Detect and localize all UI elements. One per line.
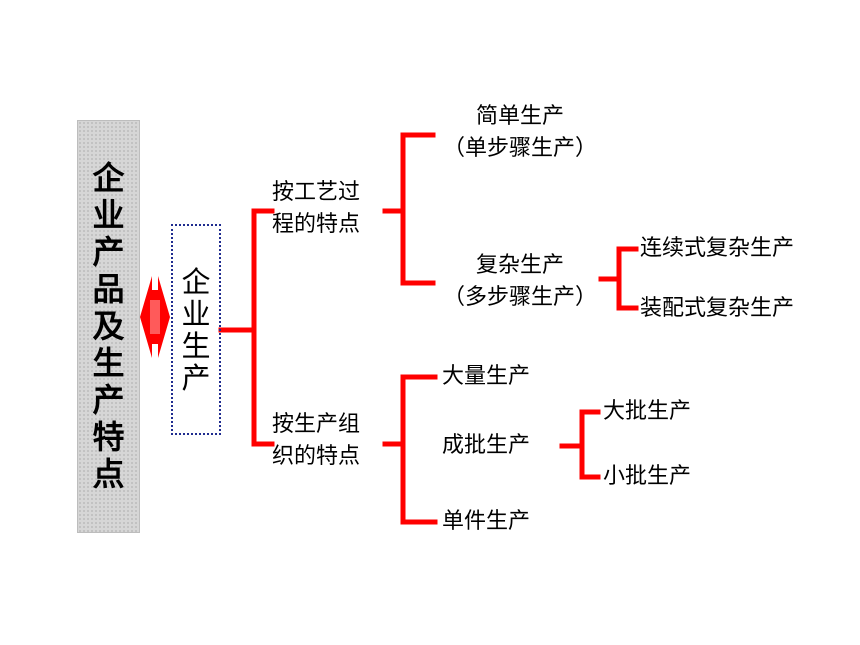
diagram-title: 企业产品及生产特点	[92, 159, 125, 493]
assembly-complex-label: 装配式复杂生产	[640, 296, 795, 321]
org-branch-label-1: 按生产组	[272, 412, 361, 437]
large-batch-label: 大批生产	[603, 399, 692, 424]
simple-production-sub: （单步骤生产）	[442, 136, 597, 161]
single-production-label: 单件生产	[442, 509, 531, 534]
complex-production-label: 复杂生产	[475, 253, 564, 278]
batch-production-label: 成批生产	[442, 433, 531, 458]
small-batch-label: 小批生产	[603, 464, 692, 489]
process-branch-label-2: 程的特点	[272, 212, 361, 237]
center-node-label: 企业生产	[181, 264, 211, 395]
process-branch-label-1: 按工艺过	[272, 180, 361, 205]
mass-production-label: 大量生产	[442, 364, 531, 389]
center-node: 企业生产	[171, 224, 221, 435]
simple-production-label: 简单生产	[475, 104, 564, 129]
tree-connectors	[218, 132, 639, 525]
double-arrow-icon	[140, 276, 170, 358]
complex-production-sub: （多步骤生产）	[442, 285, 597, 310]
org-branch-label-2: 织的特点	[272, 444, 361, 469]
title-box: 企业产品及生产特点	[77, 120, 140, 533]
continuous-complex-label: 连续式复杂生产	[640, 236, 795, 261]
